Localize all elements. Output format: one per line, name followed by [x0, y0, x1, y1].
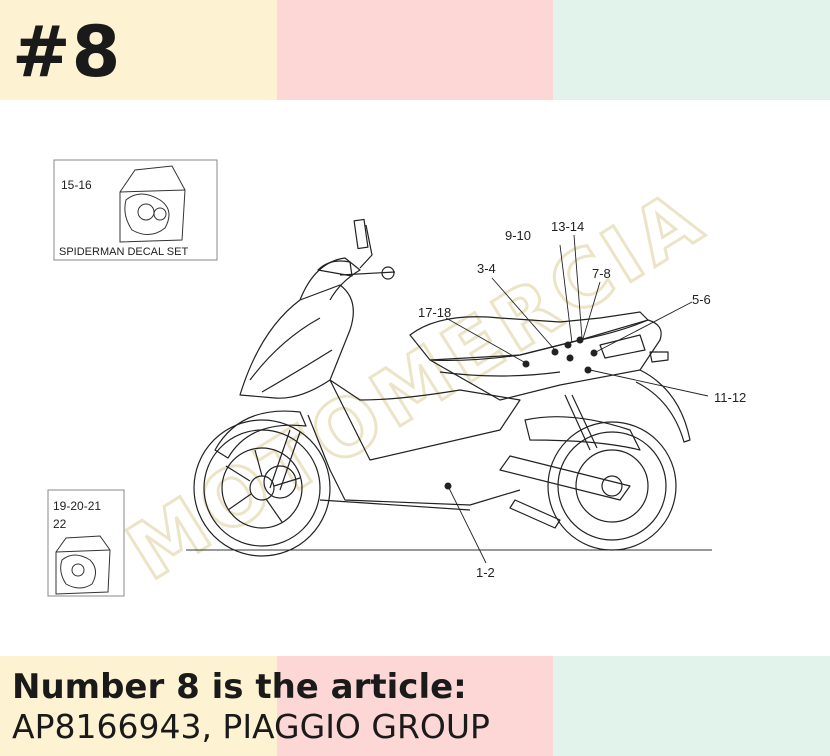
scooter-illustration [193, 218, 691, 557]
callout-5-6: 5-6 [692, 292, 711, 307]
callout-11-12: 11-12 [714, 390, 746, 405]
parts-diagram: MOTOMERCIA [47, 159, 746, 600]
decal-pack-icon-2 [55, 535, 111, 595]
kit-box-2-number-line2: 22 [53, 517, 67, 531]
decal-pack-icon [119, 165, 186, 243]
kit-box-1-title: SPIDERMAN DECAL SET [59, 246, 188, 258]
central-body [329, 379, 521, 461]
callout-7-8: 7-8 [592, 266, 611, 281]
callout-17-18: 17-18 [418, 305, 451, 320]
swing-arm [499, 455, 631, 501]
callout-labels: 1-2 3-4 5-6 7-8 9-10 11-12 13-14 17-18 [418, 219, 746, 580]
bottom-band-green [553, 656, 830, 756]
handlebar [339, 224, 396, 276]
callout-9-10: 9-10 [505, 228, 531, 243]
callout-1-2: 1-2 [476, 565, 495, 580]
exhaust [524, 416, 641, 451]
article-caption-code: AP8166943, PIAGGIO GROUP [12, 707, 490, 746]
bottom-band-pink [277, 656, 553, 756]
callout-3-4: 3-4 [477, 261, 496, 276]
front-body [239, 284, 354, 399]
rear-shock [564, 394, 598, 451]
top-band [0, 0, 830, 100]
front-fork [269, 429, 301, 491]
front-shield [299, 257, 361, 301]
top-band-pink [277, 0, 553, 100]
front-wheel [193, 419, 331, 557]
top-band-yellow [0, 0, 277, 100]
kit-box-2-number-line1: 19-20-21 [53, 499, 101, 513]
front-fender [214, 410, 307, 459]
kit-box-1-number: 15-16 [61, 178, 92, 192]
kit-box-2: 19-20-21 22 [47, 489, 125, 597]
article-caption-title: Number 8 is the article: [12, 667, 467, 707]
rear-wheel [547, 421, 677, 551]
callout-13-14: 13-14 [551, 219, 584, 234]
kit-box-spiderman: 15-16 SPIDERMAN DECAL SET [53, 159, 218, 261]
item-number-badge: #8 [12, 11, 122, 93]
tail-light [649, 351, 669, 363]
rear-body [429, 319, 662, 401]
leader-lines [445, 234, 709, 564]
bottom-band [0, 656, 830, 756]
bottom-band-yellow [0, 656, 277, 756]
top-band-green [553, 0, 830, 100]
